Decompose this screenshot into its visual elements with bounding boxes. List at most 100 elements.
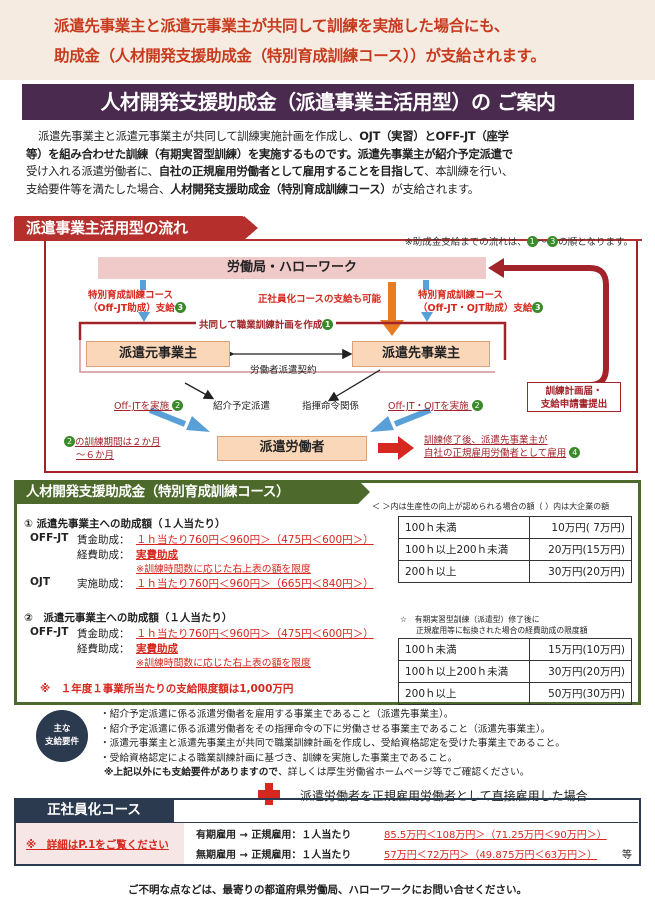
badge-text: 支給要件 xyxy=(44,737,79,747)
table2-note-text: ☆ 有期実習型訓練（派遣型）修了後に xyxy=(400,615,540,624)
list-item: ・紹介予定派遣に係る派遣労働者を雇用する事業主であること（派遣先事業主）。 xyxy=(100,709,454,720)
step-number: 3 xyxy=(174,302,186,313)
step-number: 4 xyxy=(569,447,581,458)
s2-wage-label: 賃金助成： xyxy=(77,628,130,640)
footer-contact: ご不明な点などは、最寄りの都道府県労働局、ハローワークにお問い合せください。 xyxy=(128,884,527,896)
course-text: 特別育成訓練コース xyxy=(88,290,174,301)
intro-text: 、本訓練を行い、 xyxy=(424,164,513,178)
hours-cell: 100ｈ以上200ｈ未満 xyxy=(397,538,531,561)
seishain-frame xyxy=(14,798,641,866)
s2-exp-note: ※訓練時間数に応じた右上表の額を限度 xyxy=(136,658,311,669)
note-text: ～ xyxy=(537,237,548,248)
left-impl-label: Off-JTを実施 2 xyxy=(114,398,184,412)
intro-text: 支給要件等を満たした場合、 xyxy=(26,181,171,196)
s1-impl-label: 実施助成： xyxy=(77,578,130,590)
header-line-1: 派遣先事業主と派遣元事業主が共同して訓練を実施した場合にも、 xyxy=(54,17,510,35)
list-item: ・紹介予定派遣に係る派遣労働者をその指揮命令の下に労働させる事業主であること（派… xyxy=(100,723,551,735)
seishain-tab: 正社員化コース xyxy=(14,798,174,822)
center-course-label: 正社員化コースの支給も可能 xyxy=(258,294,382,305)
note-text: ※助成金支給までの流れは、 xyxy=(404,237,527,248)
s1-wage-label: 賃金助成： xyxy=(77,534,130,546)
s1-exp-label: 経費助成： xyxy=(77,549,130,561)
course-text: 特別育成訓練コース xyxy=(418,290,504,301)
step-number: 2 xyxy=(64,436,75,447)
contract-label: 労働者派遣契約 xyxy=(250,365,317,376)
step-number: 3 xyxy=(532,302,544,313)
requirements-badge: 主な 支給要件 xyxy=(36,710,88,762)
hours-cell: 100ｈ未満 xyxy=(397,638,531,661)
intro-text: OJT（実習）とOFF-JT（座学 xyxy=(359,129,509,143)
seishain-row2-amount: 57万円＜72万円＞（49.875万円＜63万円＞） xyxy=(384,850,598,861)
worker-box: 派遣労働者 xyxy=(217,436,367,461)
flow-section-title: 派遣事業主活用型の流れ xyxy=(14,216,258,240)
hours-cell: 200ｈ以上 xyxy=(397,560,531,583)
seishain-row1-amount: 85.5万円＜108万円＞（71.25万円＜90万円＞） xyxy=(384,830,607,841)
s2-wage-amount: １ｈ当たり760円＜960円＞（475円＜600円＞） xyxy=(136,628,374,640)
seishain-row2-label: 無期雇用 → 正規雇用：１人当たり xyxy=(196,850,352,861)
requirements-footnote: ※上記以外にも支給要件がありますので、詳しくは厚生労働省ホームページ等でご確認く… xyxy=(100,766,565,781)
s1-ojt: OJT xyxy=(30,576,50,588)
right-impl-label: Off-JT・OJTを実施 2 xyxy=(388,398,483,412)
s1-impl-amount: １ｈ当たり760円＜960円＞（665円＜840円＞） xyxy=(136,578,374,590)
step-number: 1 xyxy=(526,236,538,247)
intro-text: 等）を組み合わせた訓練（有期実習型訓練）を実施するものです。派遣先事業主が紹介予… xyxy=(26,146,513,161)
seishain-detail-link[interactable]: ※ 詳細はP.1をご覧ください xyxy=(26,839,169,851)
step-number: 1 xyxy=(322,319,334,330)
amount-cell: 30万円(20万円) xyxy=(529,560,632,583)
seishain-divider xyxy=(16,822,638,823)
s2-exp-label: 経費助成： xyxy=(77,643,130,655)
s2-exp-amount: 実費助成 xyxy=(136,643,178,655)
list-item: ・派遣元事業主と派遣先事業主が共同で職業訓練計画を作成し、受給資格認定を受けた事… xyxy=(100,738,565,749)
intro-text: 受け入れる派遣労働者に、 xyxy=(26,164,159,178)
impl-text: Off-JT・OJTを実施 xyxy=(388,401,469,412)
command-label: 指揮命令関係 xyxy=(302,401,360,412)
intro-text: が支給されます。 xyxy=(391,181,480,196)
hours-cell: 200ｈ以上 xyxy=(397,682,531,705)
s2-offjt: OFF-JT xyxy=(30,626,69,638)
list-item: ・受給資格認定による職業訓練計画に基づき、訓練を実施した事業主であること。 xyxy=(100,752,458,764)
flow-frame xyxy=(44,241,638,473)
intro-text: 自社の正規雇用労働者として雇用することを目指して xyxy=(158,164,425,178)
intro-text: 派遣先事業主と派遣元事業主が共同して訓練実施計画を作成し、 xyxy=(38,129,360,143)
requirements-list: ・紹介予定派遣に係る派遣労働者を雇用する事業主であること（派遣先事業主）。 ・紹… xyxy=(100,708,565,781)
joint-plan-text: 共同して職業訓練計画を作成 xyxy=(199,320,323,331)
after-text: 訓練修了後、派遣先事業主が xyxy=(424,435,548,446)
annual-limit: ※ １年度１事業所当たりの支給限度額は1,000万円 xyxy=(40,683,294,695)
intro-dispatch-label: 紹介予定派遣 xyxy=(213,401,271,412)
dispatcher-box: 派遣元事業主 xyxy=(86,341,230,367)
amount-cell: 10万円( 7万円) xyxy=(529,516,632,539)
footnote-text: ※上記以外にも支給要件がありますので xyxy=(104,767,279,778)
intro-text: 人材開発支援助成金（特別育成訓練コース） xyxy=(170,181,392,196)
submit-box: 訓練計画届・ 支給申請書提出 xyxy=(527,382,621,412)
step-number: 2 xyxy=(172,400,184,411)
note-text: の順となります。 xyxy=(558,237,633,248)
impl-text: Off-JTを実施 xyxy=(114,401,170,412)
submit-text: 訓練計画届・ xyxy=(545,386,603,397)
amount-cell: 30万円(20万円) xyxy=(529,660,632,683)
table2-note-text: 正規雇用等に転換された場合の経費助成の限度額 xyxy=(416,626,588,635)
amount-cell: 50万円(30万円) xyxy=(529,682,632,705)
intro-paragraph: 派遣先事業主と派遣元事業主が共同して訓練実施計画を作成し、OJT（実習）とOFF… xyxy=(26,128,636,198)
s1-exp-amount: 実費助成 xyxy=(136,549,178,561)
s1-title: ① 派遣先事業主への助成額（１人当たり） xyxy=(24,518,226,530)
hours-cell: 100ｈ未満 xyxy=(397,516,531,539)
table2-note: ☆ 有期実習型訓練（派遣型）修了後に 正規雇用等に転換された場合の経費助成の限度… xyxy=(400,614,588,636)
after-text: 自社の正規雇用労働者として雇用 xyxy=(424,448,567,459)
s1-offjt: OFF-JT xyxy=(30,532,69,544)
seishain-row1-label: 有期雇用 → 正規雇用：１人当たり xyxy=(196,830,352,841)
badge-text: 主な xyxy=(53,724,71,734)
flow-divider xyxy=(14,239,642,241)
course-text: （Off-JT・OJT助成）支給 xyxy=(418,303,533,314)
